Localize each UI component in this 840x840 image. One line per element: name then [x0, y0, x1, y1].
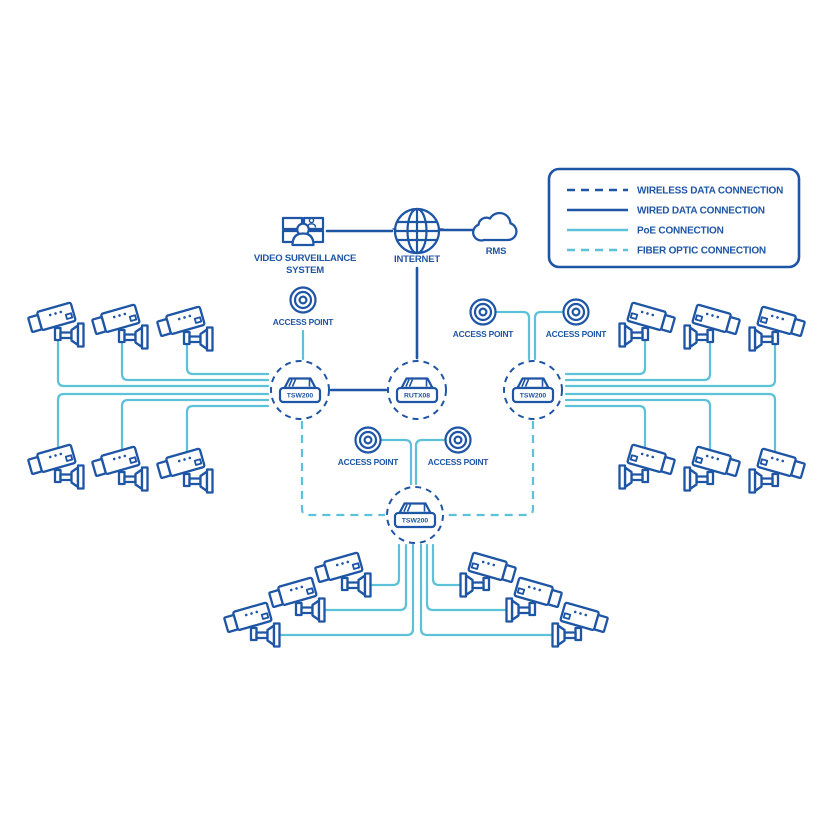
vss-label-line2: SYSTEM [286, 265, 324, 276]
access-point-icon [289, 286, 317, 314]
switch-right-model-label: TSW200 [520, 393, 547, 400]
rms-cloud-icon [472, 211, 518, 242]
camera-icon [505, 576, 564, 623]
video-wall-icon [281, 216, 325, 247]
dashed-circle-switch-bottom [386, 486, 444, 544]
switch-bottom-node: TSW200 [393, 502, 437, 529]
camera-icon [459, 551, 518, 598]
poe-connections [56, 310, 777, 637]
camera-icon [222, 601, 281, 648]
switch-left-node: TSW200 [278, 377, 322, 404]
vss-label-line1: VIDEO SURVEILLANCE [254, 253, 356, 264]
camera-group-left [26, 301, 214, 494]
camera-icon [618, 301, 677, 348]
router-model-label: RUTX08 [404, 393, 430, 400]
camera-icon [748, 305, 807, 352]
legend-label-wireless: WIRELESS DATA CONNECTION [637, 186, 783, 197]
legend-item-poe: PoE CONNECTION [567, 226, 724, 237]
legend-item-fiber: FIBER OPTIC CONNECTION [567, 246, 766, 257]
switch-right-node: TSW200 [511, 377, 555, 404]
switch-left-model-label: TSW200 [287, 393, 314, 400]
access-point-node-1: ACCESS POINT [453, 298, 515, 339]
camera-icon [313, 551, 372, 598]
dashed-circle-switch-right [503, 360, 563, 420]
camera-icon [618, 443, 677, 490]
camera-group-bottom [222, 551, 610, 648]
legend-box [547, 167, 801, 269]
access-point-icon [562, 298, 590, 326]
access-point-node-2: ACCESS POINT [546, 298, 608, 339]
internet-globe-icon [392, 207, 444, 255]
access-point-label: ACCESS POINT [546, 329, 608, 339]
access-point-label: ACCESS POINT [273, 317, 335, 327]
access-point-node-4: ACCESS POINT [428, 426, 490, 467]
legend-item-wireless: WIRELESS DATA CONNECTION [567, 186, 783, 197]
camera-icon [155, 447, 214, 494]
camera-icon [90, 303, 149, 350]
legend-label-wired: WIRED DATA CONNECTION [637, 206, 765, 217]
fiber-optic-connections [300, 421, 535, 517]
internet-label: INTERNET [394, 254, 440, 265]
access-point-label: ACCESS POINT [428, 457, 490, 467]
camera-group-right [618, 301, 807, 494]
access-point-icon [354, 426, 382, 454]
dashed-circle-router [387, 360, 447, 420]
camera-icon [26, 443, 85, 490]
internet-node: INTERNET [392, 207, 444, 265]
access-point-node-0: ACCESS POINT [273, 286, 335, 327]
access-point-node-3: ACCESS POINT [338, 426, 400, 467]
legend: WIRELESS DATA CONNECTION WIRED DATA CONN… [547, 167, 801, 269]
legend-label-poe: PoE CONNECTION [637, 226, 724, 237]
camera-icon [683, 303, 742, 350]
access-point-label: ACCESS POINT [338, 457, 400, 467]
access-point-icon [444, 426, 472, 454]
camera-icon [748, 447, 807, 494]
access-point-label: ACCESS POINT [453, 329, 515, 339]
camera-icon [683, 445, 742, 492]
camera-icon [155, 305, 214, 352]
access-point-icon [469, 298, 497, 326]
video-surveillance-system-node: VIDEO SURVEILLANCE SYSTEM [254, 216, 356, 276]
camera-icon [90, 445, 149, 492]
rms-node: RMS [472, 211, 518, 257]
camera-icon [551, 601, 610, 648]
legend-label-fiber: FIBER OPTIC CONNECTION [637, 246, 766, 257]
rms-label: RMS [486, 246, 507, 257]
wired-connections [325, 228, 476, 392]
dashed-circle-switch-left [270, 360, 330, 420]
legend-item-wired: WIRED DATA CONNECTION [567, 206, 765, 217]
camera-icon [267, 576, 326, 623]
device-highlight-circles [270, 360, 563, 544]
switch-bottom-model-label: TSW200 [402, 518, 429, 525]
router-node: RUTX08 [395, 377, 439, 404]
camera-icon [26, 301, 85, 348]
